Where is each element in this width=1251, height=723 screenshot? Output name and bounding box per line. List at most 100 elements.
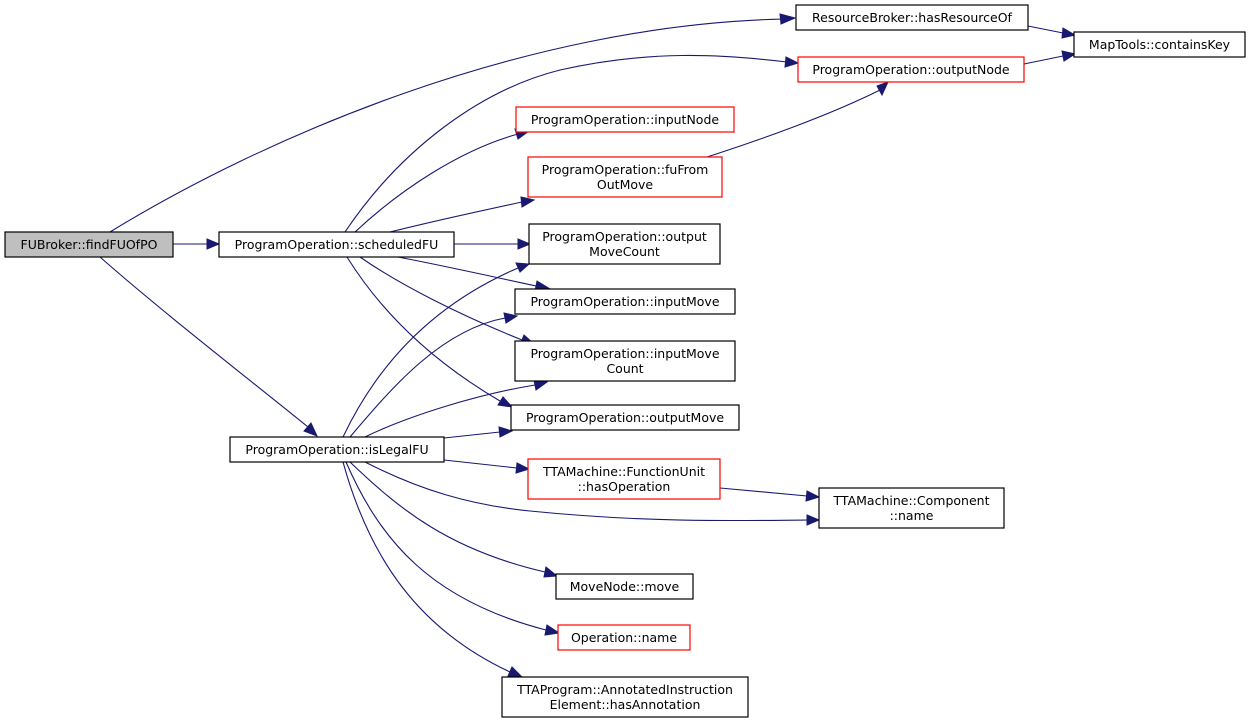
- edge-arrowhead: [515, 462, 531, 474]
- edge-po-scheduledfu-to-po-outputnode: [344, 54, 800, 233]
- edge-arrowhead: [520, 196, 536, 208]
- edge-arrowhead: [515, 262, 531, 273]
- edges-layer: [99, 13, 1077, 678]
- edge-line: [1027, 25, 1064, 34]
- node-box: [557, 624, 691, 651]
- node-label: TTAMachine::Component: [833, 493, 990, 508]
- edge-line: [342, 267, 519, 438]
- node-fu-hasoperation[interactable]: TTAMachine::FunctionUnit::hasOperation: [527, 458, 721, 500]
- node-label: ProgramOperation::inputNode: [531, 112, 719, 127]
- edge-po-islegalfu-to-po-inputmovecount: [364, 379, 549, 438]
- node-po-inputmove[interactable]: ProgramOperation::inputMove: [514, 288, 736, 315]
- node-fubroker-findfuofpo[interactable]: FUBroker::findFUOfPO: [4, 231, 174, 258]
- node-movenode-move[interactable]: MoveNode::move: [555, 573, 694, 600]
- node-label: ProgramOperation::inputMove: [530, 294, 719, 309]
- edge-arrowhead: [544, 624, 561, 636]
- edge-po-scheduledfu-to-po-outputmove: [346, 256, 514, 408]
- node-po-scheduledfu[interactable]: ProgramOperation::scheduledFU: [218, 231, 455, 258]
- node-label: ProgramOperation::outputMove: [526, 410, 724, 425]
- edge-line: [99, 256, 309, 428]
- edge-arrowhead: [507, 666, 524, 678]
- edge-arrowhead: [1061, 27, 1077, 39]
- edge-po-scheduledfu-to-po-fufromoutmove: [389, 196, 536, 233]
- node-label: ResourceBroker::hasResourceOf: [812, 10, 1012, 25]
- node-maptools-containskey[interactable]: MapTools::containsKey: [1073, 31, 1246, 58]
- edge-arrowhead: [543, 566, 559, 578]
- edge-line: [1023, 55, 1064, 65]
- node-label: TTAMachine::FunctionUnit: [542, 464, 705, 479]
- edge-po-islegalfu-to-movenode-move: [349, 461, 559, 578]
- node-label: ::name: [890, 508, 934, 523]
- node-label: ProgramOperation::output: [542, 229, 707, 244]
- node-label: MoveNode::move: [570, 579, 680, 594]
- node-box: [795, 4, 1029, 31]
- node-box: [818, 487, 1005, 529]
- node-box: [514, 340, 736, 382]
- node-box: [528, 223, 721, 265]
- node-label: ProgramOperation::isLegalFU: [245, 442, 428, 457]
- node-box: [555, 573, 694, 600]
- node-label: Operation::name: [571, 630, 677, 645]
- edge-line: [109, 18, 785, 233]
- edge-line: [364, 384, 536, 438]
- node-box: [229, 436, 445, 463]
- edge-po-fufromoutmove-to-po-outputnode: [706, 81, 889, 158]
- edge-po-islegalfu-to-po-inputmove: [349, 312, 519, 438]
- node-label: ::hasOperation: [578, 479, 671, 494]
- edge-line: [344, 54, 788, 233]
- node-po-inputnode[interactable]: ProgramOperation::inputNode: [515, 106, 735, 133]
- edge-line: [397, 256, 537, 287]
- node-component-name[interactable]: TTAMachine::Component::name: [818, 487, 1005, 529]
- node-rb-hasresourceof[interactable]: ResourceBroker::hasResourceOf: [795, 4, 1029, 31]
- node-aie-hasannotation[interactable]: TTAProgram::AnnotatedInstructionElement:…: [501, 676, 749, 718]
- node-label: ProgramOperation::inputMove: [530, 346, 719, 361]
- node-box: [797, 56, 1025, 83]
- nodes-layer: FUBroker::findFUOfPO ProgramOperation::sc…: [4, 4, 1246, 718]
- edge-fu-hasoperation-to-component-name: [719, 487, 821, 502]
- node-operation-name[interactable]: Operation::name: [557, 624, 691, 651]
- edge-arrowhead: [876, 81, 889, 97]
- edge-po-scheduledfu-to-po-outputmovecount: [454, 238, 532, 250]
- edge-po-scheduledfu-to-po-inputnode: [354, 128, 531, 233]
- node-label: Element::hasAnnotation: [550, 697, 701, 712]
- edge-line: [364, 461, 808, 522]
- edge-line: [389, 201, 523, 233]
- edge-arrowhead: [497, 396, 514, 408]
- edge-arrowhead: [784, 56, 800, 68]
- node-label: FUBroker::findFUOfPO: [21, 237, 158, 252]
- node-po-islegalfu[interactable]: ProgramOperation::isLegalFU: [229, 436, 445, 463]
- node-po-outputmove[interactable]: ProgramOperation::outputMove: [510, 404, 740, 431]
- edge-po-islegalfu-to-aie-hasannotation: [342, 461, 524, 678]
- edge-line: [354, 133, 519, 233]
- node-label: MapTools::containsKey: [1089, 37, 1231, 52]
- edge-line: [443, 431, 501, 439]
- edge-po-islegalfu-to-fu-hasoperation: [443, 459, 531, 474]
- edge-arrowhead: [779, 13, 797, 25]
- edge-fubroker-findfuofpo-to-po-islegalfu: [99, 256, 318, 437]
- edge-po-scheduledfu-to-po-inputmove: [397, 256, 552, 292]
- edge-line: [345, 461, 547, 631]
- node-po-outputnode[interactable]: ProgramOperation::outputNode: [797, 56, 1025, 83]
- edge-arrowhead: [517, 238, 532, 250]
- node-label: TTAProgram::AnnotatedInstruction: [516, 682, 733, 697]
- node-label: ProgramOperation::fuFrom: [542, 162, 709, 177]
- edge-line: [342, 461, 511, 673]
- edge-line: [346, 256, 501, 402]
- edge-arrowhead: [805, 490, 821, 502]
- edge-arrowhead: [303, 422, 318, 437]
- node-label: ProgramOperation::outputNode: [812, 62, 1010, 77]
- edge-po-islegalfu-to-operation-name: [345, 461, 561, 636]
- node-box: [515, 106, 735, 133]
- node-box: [218, 231, 455, 258]
- edge-line: [359, 256, 523, 341]
- node-box: [527, 156, 723, 198]
- edge-arrowhead: [503, 312, 519, 324]
- edge-arrowhead: [806, 514, 821, 526]
- node-box: [527, 458, 721, 500]
- node-label: Count: [606, 361, 643, 376]
- edge-rb-hasresourceof-to-maptools-containskey: [1027, 25, 1077, 39]
